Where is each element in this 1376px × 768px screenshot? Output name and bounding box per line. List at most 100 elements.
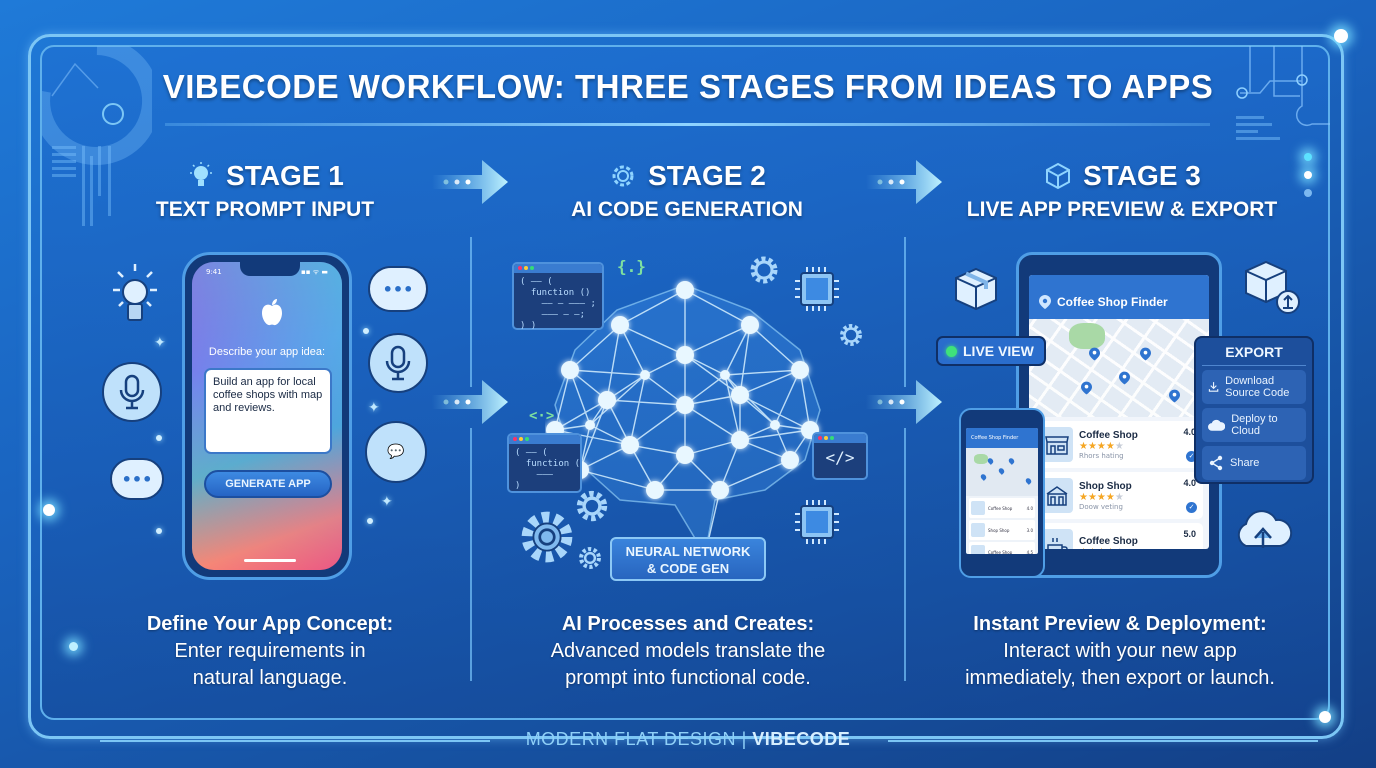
- sparkle-dot: [367, 518, 373, 524]
- stage-2-description-line1: Advanced models translate the: [550, 640, 826, 662]
- shop-meta: Doow veting: [1079, 502, 1123, 511]
- footer-separator: |: [741, 729, 747, 749]
- network-edge: [606, 399, 686, 406]
- export-panel: EXPORT Download Source Code Deploy to Cl…: [1194, 336, 1314, 484]
- package-box-icon: [955, 267, 997, 311]
- network-node: [770, 420, 780, 430]
- lightbulb-icon: [113, 264, 157, 321]
- gear-icon: [521, 511, 573, 563]
- phone-status-icons: ▪▪ ᯤ ▬: [301, 268, 328, 276]
- page-title: VIBECODE WORKFLOW: THREE STAGES FROM IDE…: [162, 68, 1214, 105]
- cube-icon: [1046, 162, 1071, 190]
- map-pin-icon[interactable]: [1169, 389, 1180, 403]
- shop-rating: 5.0: [1183, 529, 1196, 539]
- share-button[interactable]: Share: [1202, 446, 1306, 480]
- gear-icon: [840, 324, 862, 346]
- network-node: [676, 446, 694, 464]
- code-brackets-icon: <·>: [529, 408, 555, 424]
- glow-dot-bottom-left: [69, 642, 78, 651]
- outer-frame: [28, 34, 1344, 739]
- arrow-right-icon: [866, 380, 942, 424]
- network-edge: [569, 369, 591, 426]
- star-rating: ★★★★★: [1079, 547, 1138, 550]
- code-window: ( —— ( function ( ——— ): [507, 433, 582, 493]
- network-edge: [799, 369, 811, 431]
- shop-list-item[interactable]: Shop Shop ★★★★★ Doow veting 4.0 ✓: [1035, 472, 1203, 519]
- map-pin-icon[interactable]: [1119, 371, 1130, 385]
- network-node: [621, 436, 639, 454]
- download-source-code-button[interactable]: Download Source Code: [1202, 370, 1306, 404]
- shop-list-item[interactable]: Coffee Shop ★★★★★ Rhors hating 4.0 ✓: [1035, 421, 1203, 468]
- mini-shop-rating: 3.0: [1026, 527, 1033, 533]
- gear-icon: [579, 547, 601, 569]
- stage-3-header: STAGE 3 LIVE APP PREVIEW & EXPORT: [932, 160, 1312, 222]
- network-node: [561, 361, 579, 379]
- code-snippet: ( —— ( function () —— — ——— ; ——— — —; )…: [520, 277, 596, 331]
- star-rating: ★★★★★: [1079, 491, 1124, 503]
- shop-rating: 4.0: [1183, 478, 1196, 488]
- status-dot-white: [1304, 171, 1312, 179]
- network-node: [640, 370, 650, 380]
- sparkle-icon: ✦: [381, 494, 393, 510]
- app-header: Coffee Shop Finder: [1029, 275, 1209, 319]
- network-edge: [684, 289, 751, 326]
- map-pin-icon[interactable]: [1089, 347, 1100, 361]
- shop-name: Coffee Shop: [1079, 429, 1138, 441]
- network-edge: [739, 324, 751, 396]
- circuit-decoration-left: [42, 46, 152, 226]
- shop-list-item[interactable]: Coffee Shop ★★★★★ 5.0: [1035, 523, 1203, 549]
- code-window: </>: [812, 432, 868, 480]
- map-pin-icon[interactable]: [1081, 381, 1092, 395]
- stage-1-description: Define Your App Concept: Enter requireme…: [80, 611, 460, 692]
- footer-tagline: MODERN FLAT DESIGN: [525, 729, 737, 749]
- mini-shop-name: Shop Shop: [988, 527, 1010, 533]
- sparkle-icon: ✦: [368, 400, 380, 416]
- network-node: [598, 391, 616, 409]
- cloud-icon: [1208, 419, 1226, 431]
- mini-map-view: [966, 448, 1038, 496]
- network-node: [741, 316, 759, 334]
- column-divider: [470, 237, 472, 387]
- location-pin-icon: [1039, 295, 1051, 309]
- network-node: [720, 370, 730, 380]
- gear-icon: [750, 256, 778, 284]
- app-title: Coffee Shop Finder: [1057, 295, 1168, 309]
- network-edge: [629, 444, 686, 456]
- circuit-decoration-right: [1236, 46, 1330, 140]
- network-edge: [619, 324, 686, 356]
- code-window: ( —— ( function () —— — ——— ; ——— — —; )…: [512, 262, 604, 331]
- generate-app-button[interactable]: GENERATE APP: [204, 470, 332, 498]
- network-edge: [619, 324, 646, 376]
- map-pin-icon: [986, 457, 995, 465]
- live-view-label: LIVE VIEW: [963, 343, 1034, 359]
- stage-3-description-heading: Instant Preview & Deployment:: [973, 613, 1267, 635]
- deploy-to-cloud-button[interactable]: Deploy to Cloud: [1202, 408, 1306, 442]
- network-edge: [684, 404, 741, 441]
- neural-network-label: NEURAL NETWORK & CODE GEN: [610, 537, 766, 581]
- map-pin-icon[interactable]: [1140, 347, 1151, 361]
- map-pin-icon: [997, 467, 1006, 475]
- phone-time: 9:41: [206, 268, 222, 276]
- network-edge: [629, 404, 686, 446]
- code-tag-icon: </>: [825, 448, 855, 467]
- glow-dot-top-right: [1334, 29, 1348, 43]
- footer-line-left: [100, 740, 490, 742]
- network-edge: [554, 369, 571, 431]
- network-edge: [579, 399, 608, 471]
- network-edge: [619, 289, 686, 326]
- map-view[interactable]: [1029, 319, 1209, 417]
- stage-2-description: AI Processes and Creates: Advanced model…: [498, 611, 878, 692]
- stage-3-description: Instant Preview & Deployment: Interact w…: [930, 611, 1310, 692]
- storefront-icon: [1040, 427, 1073, 462]
- phone-screen: 9:41 ▪▪ ᯤ ▬ Describe your app idea: Buil…: [192, 262, 342, 570]
- live-view-badge[interactable]: LIVE VIEW: [936, 336, 1046, 366]
- shop-meta: Rhors hating: [1079, 451, 1124, 460]
- prompt-input[interactable]: Build an app for local coffee shops with…: [204, 368, 332, 454]
- stage-2-number: STAGE 2: [648, 160, 766, 191]
- neural-network-brain: [546, 281, 821, 564]
- network-node: [711, 481, 729, 499]
- column-divider: [904, 428, 906, 681]
- check-icon: ✓: [1186, 451, 1197, 462]
